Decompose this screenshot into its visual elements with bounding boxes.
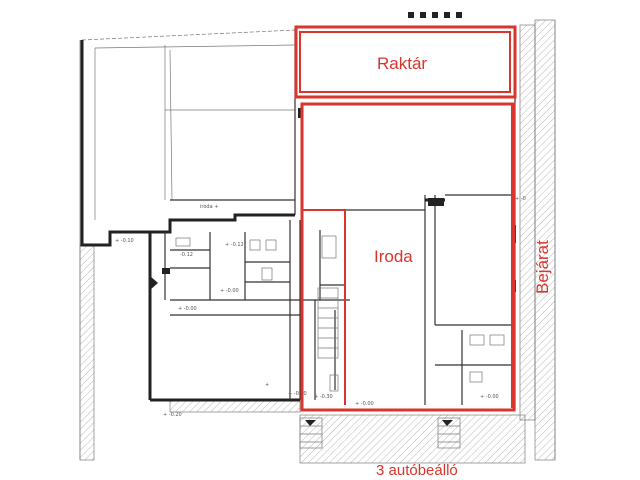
svg-text:+ -0.00: + -0.00 (355, 401, 374, 407)
storage-label: Raktár (377, 54, 427, 73)
svg-text:-0.12: -0.12 (180, 252, 193, 258)
office-outline (300, 102, 516, 412)
office-label: Iroda (374, 247, 413, 266)
bathroom-fixtures (175, 235, 505, 392)
building-walls (80, 28, 516, 410)
svg-text:+ -0.00: + -0.00 (480, 394, 499, 400)
svg-text:+ -0.00: + -0.00 (288, 391, 307, 397)
site-ground (79, 19, 556, 464)
svg-text:+ -0: + -0 (515, 196, 526, 202)
svg-text:+ -0.30: + -0.30 (314, 394, 333, 400)
entrance-label: Bejárat (533, 240, 552, 294)
svg-text:+ -0.00: + -0.00 (178, 306, 197, 312)
svg-text:iroda +: iroda + (200, 204, 218, 210)
top-terrace-outline (81, 29, 296, 220)
parking-label: 3 autóbeálló (376, 462, 458, 479)
storage-outline (294, 25, 517, 99)
svg-text:+ -0.00: + -0.00 (220, 288, 239, 294)
svg-text:+ -0.10: + -0.10 (115, 238, 134, 244)
level-marks: + -0.10 iroda + + -0.12 -0.12 + -0.00 + … (115, 196, 526, 418)
stairs (150, 276, 461, 449)
svg-text:+ -0.20: + -0.20 (163, 412, 182, 418)
svg-text:+: + (265, 382, 269, 388)
column-markers (162, 12, 516, 292)
svg-text:+ -0.12: + -0.12 (225, 242, 244, 248)
highlight-outlines (294, 25, 517, 412)
